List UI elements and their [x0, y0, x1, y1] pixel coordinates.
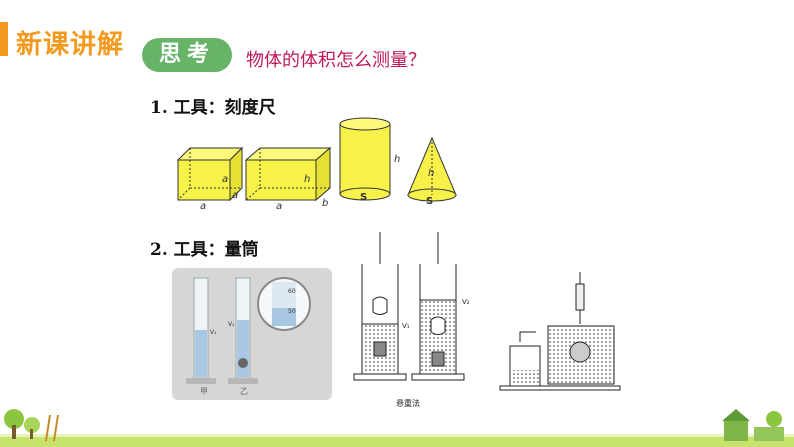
cone-label-s: S: [426, 196, 433, 207]
footer-highlight: [0, 434, 794, 437]
photo-scale-50: 50: [288, 308, 296, 315]
think-badge: 思考: [142, 38, 232, 72]
cuboid-label-h: h: [304, 174, 310, 185]
suspension-v1-label: V₁: [402, 322, 410, 330]
cuboid-shape: h b a: [244, 146, 332, 210]
suspension-v2-label: V₂: [462, 298, 470, 306]
photo-label-left: 甲: [200, 387, 208, 396]
cube-label-a-bottom: a: [200, 201, 206, 210]
cube-shape: a a a: [176, 146, 244, 210]
suspension-cylinder-b: V₂: [411, 232, 470, 381]
cylinder-label-s: S: [360, 192, 367, 203]
measuring-method-diagrams: V₁ V₂ 悬重法: [353, 232, 621, 408]
cuboid-label-a: a: [276, 201, 282, 210]
footer-grass-bar: [0, 437, 794, 447]
cube-label-a-side: a: [222, 174, 228, 185]
question-text: 物体的体积怎么测量？: [246, 50, 426, 71]
cylinder-shape: h S: [339, 117, 400, 203]
photo-label-right: 乙: [240, 387, 248, 396]
header-accent-bar: [0, 22, 8, 56]
cylinder-label-h: h: [394, 154, 400, 165]
cone-shape: h S: [407, 136, 457, 207]
footer-tree-decoration: [4, 409, 59, 442]
suspension-cylinder-a: V₁: [353, 232, 410, 381]
cone-label-h: h: [428, 168, 434, 179]
cuboid-label-b: b: [322, 198, 328, 209]
photo-v2-label: V₂: [228, 321, 235, 328]
photo-v1-label: V₁: [210, 329, 217, 336]
footer-house-decoration: [722, 409, 784, 441]
photo-scale-60: 60: [288, 288, 296, 295]
tool-1-title: 1. 工具：刻度尺: [150, 98, 276, 118]
overflow-diagram: [499, 272, 621, 391]
section-title: 新课讲解: [16, 30, 125, 60]
tool-2-title: 2. 工具：量筒: [150, 240, 259, 260]
suspension-caption: 悬重法: [396, 398, 420, 408]
cube-label-a-depth: a: [232, 190, 238, 201]
graduated-cylinder-photo-drawing: V₁ V₂ 60 50 甲 乙: [186, 277, 311, 396]
graduated-cylinder-photo: V₁ V₂ 60 50 甲 乙: [172, 268, 332, 400]
geometric-solids-figure: a a a h b a h S h S: [176, 117, 457, 210]
